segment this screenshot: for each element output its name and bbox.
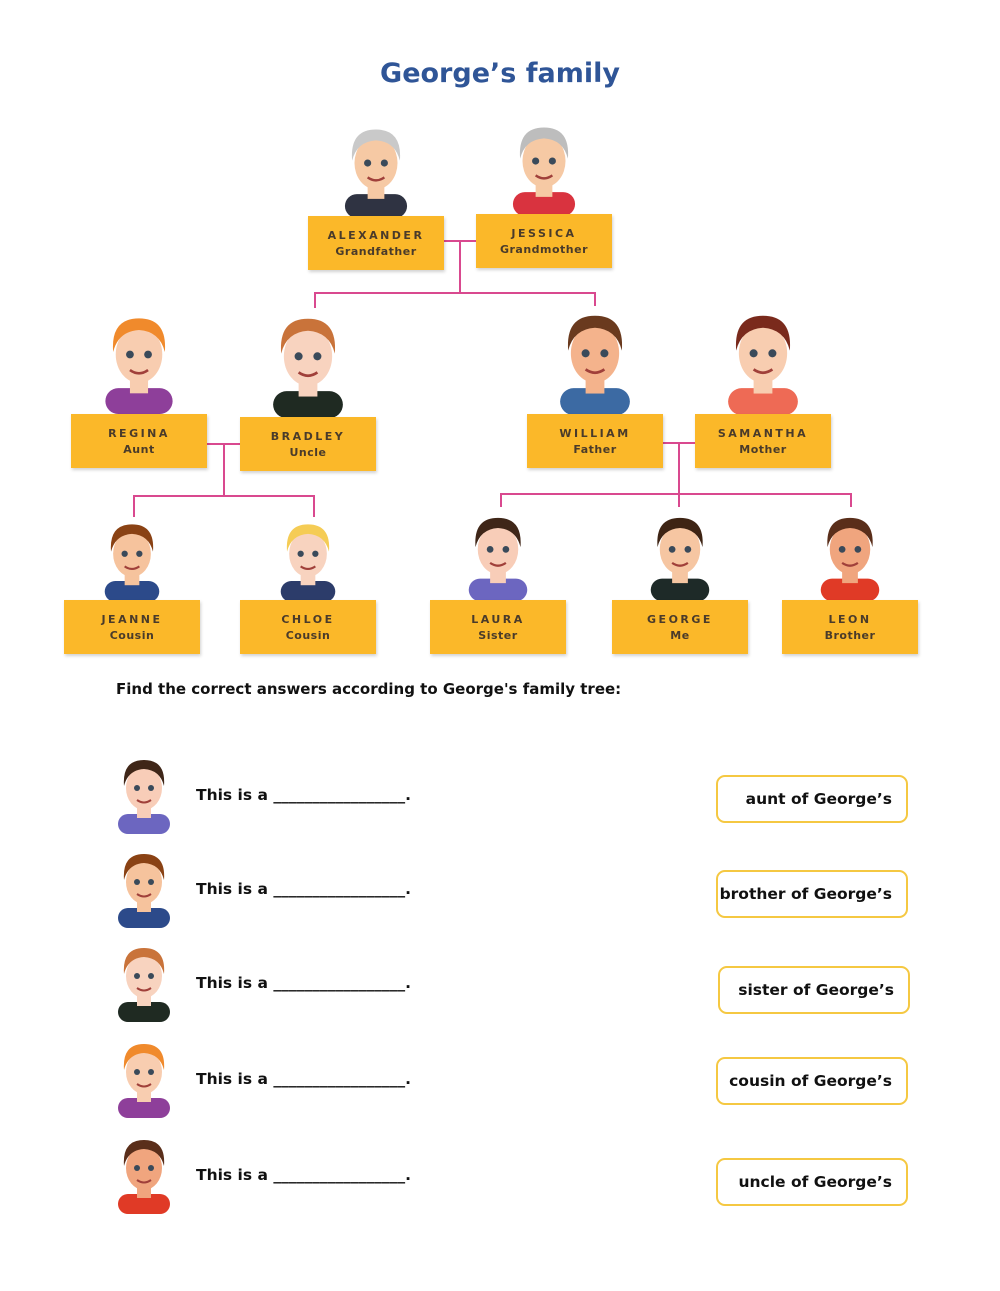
connector-siblings-h [500,493,852,495]
node-name: ALEXANDER [327,229,425,242]
jessica-avatar-icon [504,118,584,216]
bradley-avatar-icon [265,308,351,418]
connector-grandparents-v [459,240,461,293]
chloe-avatar-icon [273,516,343,602]
laura-avatar-icon [462,508,534,602]
question-text[interactable]: This is a _________________. [196,1166,411,1184]
node-name: WILLIAM [559,427,631,440]
exercise-instruction: Find the correct answers according to Ge… [116,680,622,698]
node-role: Sister [478,629,518,642]
connector-bradley-v [314,292,316,308]
question-row-2: This is a _________________. [112,846,472,930]
node-role: Cousin [285,629,331,642]
node-name: GEORGE [647,613,713,626]
node-role: Aunt [123,443,155,456]
bradley-face-icon [112,940,176,1022]
connector-william-v [594,292,596,306]
regina-avatar-icon [96,308,182,414]
connector-laura-v [500,493,502,507]
node-role: Mother [739,443,787,456]
node-name: SAMANTHA [717,427,809,440]
node-name: JESSICA [511,227,577,240]
node-name: BRADLEY [270,430,346,443]
laura-face-icon [112,752,176,834]
question-text[interactable]: This is a _________________. [196,1070,411,1088]
answer-option-brother[interactable]: brother of George’s [716,870,908,918]
connector-jeanne-v [133,495,135,517]
connector-cousins-h [133,495,315,497]
answer-option-aunt[interactable]: aunt of George’s [716,775,908,823]
answer-option-uncle[interactable]: uncle of George’s [716,1158,908,1206]
page-title: George’s family [380,58,620,89]
regina-face-icon [112,1036,176,1118]
george-avatar-icon [644,508,716,602]
node-name: CHLOE [281,613,335,626]
connector-chloe-v [313,495,315,517]
node-role: Grandfather [335,245,417,258]
jeanne-avatar-icon [97,516,167,602]
question-text[interactable]: This is a _________________. [196,974,411,992]
leon-avatar-icon [814,508,886,602]
node-role: Cousin [109,629,155,642]
node-role: Me [670,629,690,642]
question-text[interactable]: This is a _________________. [196,786,411,804]
connector-william-samantha-v [678,442,680,507]
connector-leon-v [850,493,852,507]
question-row-1: This is a _________________. [112,752,472,836]
question-row-4: This is a _________________. [112,1036,472,1120]
alexander-avatar-icon [336,120,416,218]
connector-regina-bradley-v [223,443,225,496]
question-row-3: This is a _________________. [112,940,472,1024]
node-name: LEON [828,613,872,626]
node-role: Father [573,443,617,456]
node-name: JEANNE [101,613,163,626]
answer-option-cousin[interactable]: cousin of George’s [716,1057,908,1105]
william-avatar-icon [552,305,638,415]
answer-option-sister[interactable]: sister of George’s [718,966,910,1014]
samantha-avatar-icon [720,305,806,415]
question-row-5: This is a _________________. [112,1132,472,1216]
connector-children-h [314,292,596,294]
node-name: LAURA [471,613,525,626]
node-role: Grandmother [499,243,589,256]
node-name: REGINA [108,427,170,440]
node-role: Brother [824,629,876,642]
node-role: Uncle [289,446,327,459]
jeanne-face-icon [112,846,176,928]
question-text[interactable]: This is a _________________. [196,880,411,898]
leon-face-icon [112,1132,176,1214]
